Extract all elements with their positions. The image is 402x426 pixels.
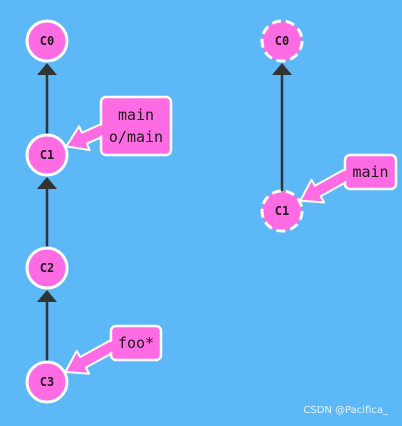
branches-layer: main o/main foo* main: [64, 95, 398, 375]
left_graph-commit-label-C2: C2: [40, 261, 54, 275]
right_graph-branch-seam-0: [338, 169, 352, 183]
left_graph-commit-node-C2: [25, 246, 69, 290]
left_graph-commit-node-C0: [25, 19, 69, 63]
right_graph-commit-label-C0: C0: [275, 34, 289, 48]
left_graph-commit-node-C3: [25, 360, 69, 404]
right_graph-arrowhead-C1-C0: [272, 63, 292, 75]
left_graph-commit-label-C3: C3: [40, 375, 54, 389]
left_graph-branch-label-0-0: main: [118, 106, 154, 124]
left_graph-commit-node-C1: [25, 133, 69, 177]
left_graph-commit-label-C1: C1: [40, 148, 54, 162]
watermark: CSDN @Pacifica_: [303, 405, 388, 416]
right_graph-branch-label-0-0: main: [352, 163, 388, 181]
left_graph-arrowhead-C3-C2: [37, 290, 57, 302]
right_graph-commit-node-C0: [260, 19, 304, 63]
left_graph-arrowhead-C1-C0: [37, 63, 57, 75]
edges-layer: [37, 63, 292, 362]
left_graph-branch-seam-1: [104, 340, 118, 354]
left_graph-branch-seam-0: [94, 124, 107, 138]
left_graph-commit-label-C0: C0: [40, 34, 54, 48]
right_graph-commit-label-C1: C1: [275, 204, 289, 218]
left_graph-branch-label-1-0: foo*: [118, 334, 154, 352]
left_graph-branch-label-0-1: o/main: [109, 128, 163, 146]
left_graph-arrowhead-C2-C1: [37, 177, 57, 189]
right_graph-commit-node-C1: [260, 189, 304, 233]
